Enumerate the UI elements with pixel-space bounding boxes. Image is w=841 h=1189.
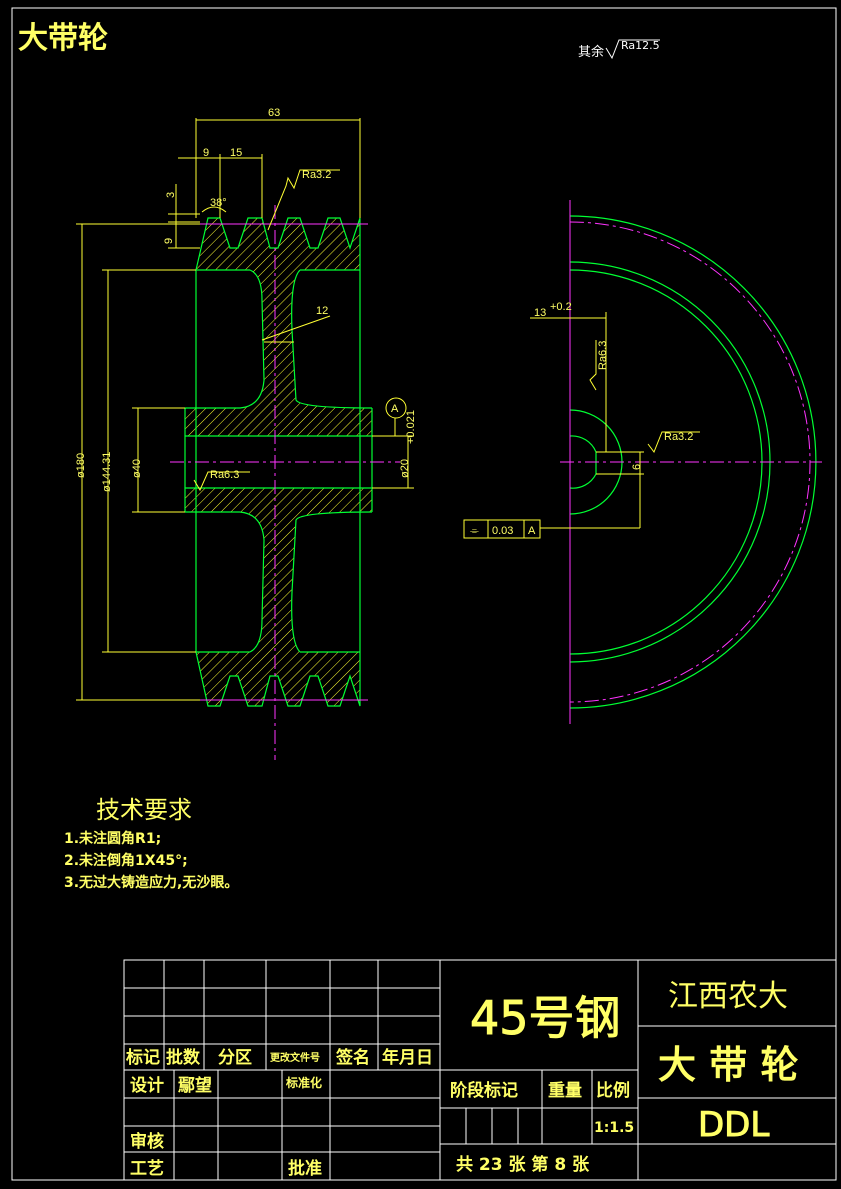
tb-sheet-info: 共 23 张 第 8 张 (456, 1154, 590, 1175)
tb-weight-label: 重量 (548, 1080, 582, 1101)
tb-scale-label: 比例 (596, 1080, 630, 1101)
dim-groove-depth: 9 (163, 238, 175, 244)
side-pitch-arc (569, 221, 811, 703)
dim-overall-width: 63 (268, 107, 280, 119)
tb-designer: 鄢望 (178, 1075, 212, 1096)
side-view: 13 +0.2 Ra6.3 6 Ra3.2 ⌯ 0.03 A (463, 200, 822, 724)
dim-hub-diameter: ø40 (131, 459, 143, 478)
tb-part-name: 大 带 轮 (658, 1043, 798, 1087)
tb-material: 45号钢 (470, 991, 621, 1045)
tb-approve-label: 批准 (288, 1158, 322, 1179)
section-view (170, 205, 400, 760)
dim-keyway-width: 6 (631, 464, 643, 470)
drawing-title: 大带轮 (18, 21, 108, 56)
dim-bore-tol: +0.021 (405, 410, 417, 444)
dim-groove-pitch: 15 (230, 147, 242, 159)
tb-header-label: 分区 (218, 1048, 252, 1068)
side-bore (569, 435, 597, 489)
rim-outline-bottom (195, 651, 361, 707)
tolerance-datum: A (528, 525, 536, 537)
tech-requirements: 技术要求 1.未注圆角R1; 2.未注倒角1X45°; 3.无过大铸造应力,无沙… (64, 796, 238, 891)
dim-web-thickness: 12 (316, 305, 328, 317)
roughness-symbol-icon (605, 39, 660, 60)
tolerance-value: 0.03 (492, 525, 513, 537)
datum-label: A (391, 403, 399, 415)
tb-design-label: 设计 (130, 1075, 164, 1096)
dim-pitch-diameter: ø144.31 (101, 452, 113, 492)
tb-school: 江西农大 (668, 979, 788, 1014)
dim-bore-diameter: ø20 (399, 459, 411, 478)
tech-requirement-item: 2.未注倒角1X45°; (64, 852, 188, 869)
roughness-hub: Ra6.3 (210, 469, 239, 481)
section-hatch-bottom (185, 488, 372, 706)
section-hatch-top (185, 218, 372, 436)
tech-requirements-heading: 技术要求 (96, 796, 192, 824)
dim-keyway-tol: +0.2 (550, 301, 572, 313)
section-dimensions: 63 9 15 38° 3 9 Ra3.2 12 ø180 ø144.31 ø4 (75, 107, 417, 701)
web-left-top (185, 269, 265, 409)
web-left-bottom (185, 511, 265, 653)
rim-outline-top (195, 217, 361, 271)
dim-groove-angle: 38° (210, 197, 227, 209)
tb-stage-label: 阶段标记 (450, 1080, 518, 1101)
tb-header-label: 签名 (335, 1047, 370, 1068)
title-block: 标记 批数 分区 更改文件号 签名 年月日 设计 鄢望 标准化 审核 工艺 批准… (123, 959, 837, 1181)
tb-header-label: 年月日 (382, 1047, 433, 1068)
dim-outer-diameter: ø180 (75, 453, 87, 478)
roughness-keyway-side: Ra6.3 (597, 341, 609, 370)
dim-groove-pitch-first: 9 (203, 147, 209, 159)
tolerance-symbol: ⌯ (470, 525, 479, 537)
tb-process-label: 工艺 (130, 1158, 164, 1179)
dim-groove-top: 3 (165, 192, 177, 198)
tb-header-label: 更改文件号 (270, 1051, 320, 1064)
tb-scale: 1:1.5 (594, 1120, 634, 1136)
roughness-keyway-bottom: Ra3.2 (664, 431, 693, 443)
general-roughness-note: 其余 Ra12.5 (578, 39, 660, 60)
web-right-bottom (291, 511, 373, 653)
roughness-note-prefix: 其余 (578, 44, 604, 60)
tb-standardize-label: 标准化 (285, 1075, 322, 1090)
roughness-note-value: Ra12.5 (621, 39, 660, 52)
roughness-groove: Ra3.2 (302, 169, 331, 181)
tolerance-frame: ⌯ 0.03 A (463, 519, 541, 539)
tech-requirement-item: 1.未注圆角R1; (64, 830, 161, 847)
dim-keyway-depth: 13 (534, 307, 546, 319)
web-right-top (291, 269, 373, 409)
tech-requirement-item: 3.无过大铸造应力,无沙眼。 (64, 874, 238, 891)
tb-drawing-code: DDL (698, 1105, 769, 1145)
tb-header-label: 批数 (166, 1047, 201, 1068)
tb-review-label: 审核 (130, 1131, 164, 1152)
tb-header-label: 标记 (126, 1047, 160, 1068)
